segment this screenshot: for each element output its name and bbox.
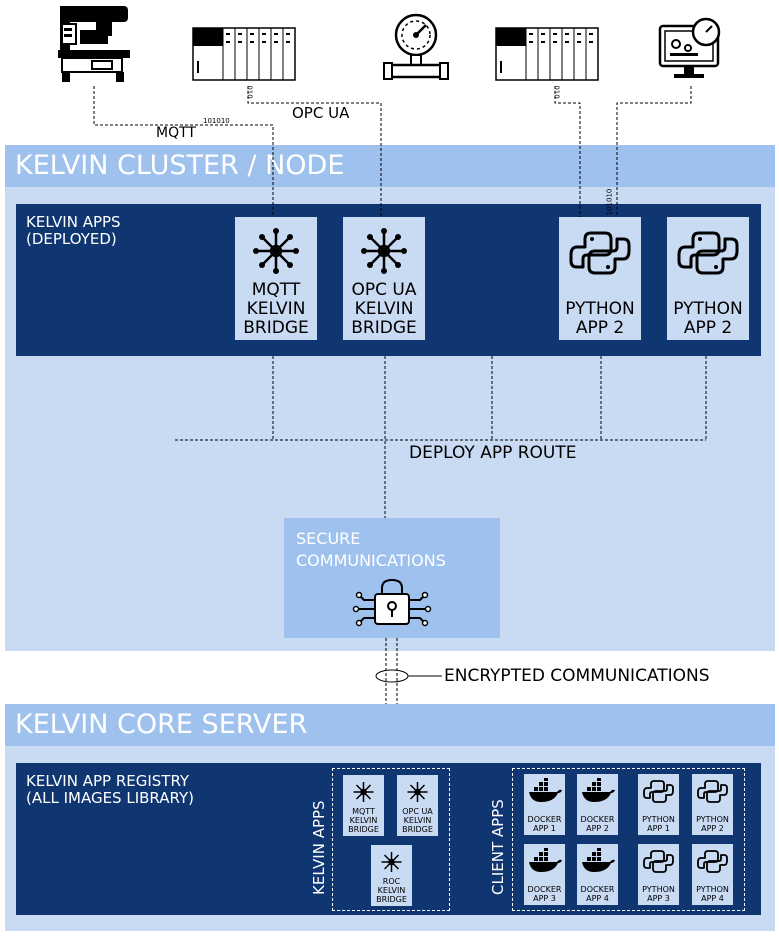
hub-icon — [235, 227, 317, 277]
docker-icon — [524, 778, 565, 804]
communications-label: COMMUNICATIONS — [296, 551, 446, 570]
python-icon — [692, 848, 733, 874]
deploy-app-route-label: DEPLOY APP ROUTE — [409, 443, 577, 463]
python-icon — [638, 848, 679, 874]
kelvin-core-title: KELVIN CORE SERVER — [5, 704, 775, 746]
plc-rack-icon — [192, 27, 296, 82]
hub-icon — [343, 779, 384, 805]
pressure-gauge-icon — [382, 13, 450, 83]
hub-icon — [397, 779, 438, 805]
docker-icon — [577, 848, 618, 874]
docker-icon — [577, 778, 618, 804]
kelvin-apps-deployed-label: (DEPLOYED) — [26, 230, 117, 248]
mqtt-protocol-label: MQTT — [156, 125, 196, 141]
binary-label: 101010 — [203, 117, 230, 125]
python-icon — [692, 778, 733, 804]
secure-label: SECURE — [296, 529, 361, 548]
hub-icon — [343, 227, 425, 277]
lock-circuit-icon — [352, 576, 432, 632]
kelvin-apps-label: KELVIN APPS — [26, 213, 121, 231]
docker-icon — [524, 848, 565, 874]
python-icon — [667, 227, 749, 277]
registry-sub-label: (ALL IMAGES LIBRARY) — [26, 789, 194, 807]
kelvin-apps-group — [332, 768, 450, 911]
encrypted-communications-label: ENCRYPTED COMMUNICATIONS — [444, 666, 710, 686]
python-icon — [638, 778, 679, 804]
kelvin-cluster-title: KELVIN CLUSTER / NODE — [5, 145, 775, 187]
opcua-protocol-label: OPC UA — [292, 104, 350, 122]
plc-rack-icon — [495, 27, 599, 82]
python-icon — [559, 227, 641, 277]
registry-label: KELVIN APP REGISTRY — [26, 772, 190, 790]
monitor-dashboard-icon — [658, 16, 724, 82]
hub-icon — [371, 849, 412, 875]
client-apps-group — [512, 768, 745, 911]
cnc-machine-icon — [56, 4, 132, 84]
